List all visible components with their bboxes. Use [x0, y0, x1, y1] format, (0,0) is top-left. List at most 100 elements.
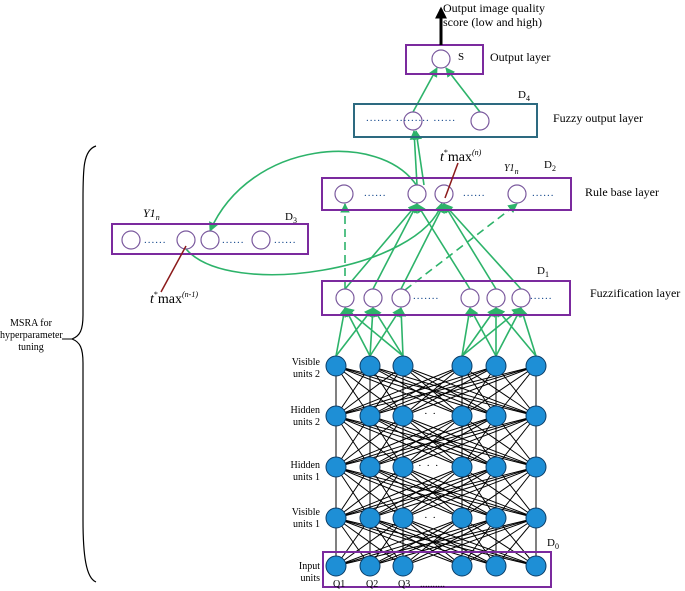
d3-node	[251, 230, 271, 250]
connection-line	[402, 517, 497, 567]
rule-arrow	[344, 203, 418, 290]
connection-line	[402, 365, 497, 417]
unit-node-input	[525, 555, 547, 577]
tmax-left: t*max(n-1)	[150, 288, 198, 307]
tmax-top-max: max	[447, 150, 472, 165]
fuzzy-output-layer-box	[353, 103, 538, 138]
input-label-q1: Q1	[333, 579, 346, 590]
unit-node-visible-1	[525, 507, 547, 529]
msra-line3: tuning	[18, 342, 44, 353]
fuzzification-node	[335, 288, 355, 308]
unit-node-hidden-1	[325, 456, 347, 478]
row-label-hidden-2-line1: Hidden	[290, 405, 320, 416]
unit-node-visible-1	[485, 507, 507, 529]
fuzz-dots-right: ......	[530, 290, 553, 302]
fuzzy-output-layer-label: Fuzzy output layer	[553, 111, 643, 125]
green-arrows	[185, 67, 537, 357]
row-label-input: Input units	[262, 561, 320, 585]
rule-base-layer-label: Rule base layer	[585, 185, 659, 199]
fuzzification-node	[460, 288, 480, 308]
connection-line	[335, 466, 404, 519]
output-score-line1: Output image quality	[443, 1, 545, 15]
dashed-rule-arrow	[404, 203, 518, 291]
row-label-hidden-2: Hidden units 2	[262, 405, 320, 429]
d3-y-sub: n	[155, 213, 160, 222]
layer-boxes	[111, 44, 572, 588]
connection-line	[369, 517, 497, 567]
row-label-hidden-1-line2: units 1	[293, 472, 320, 483]
unit-node-visible-2	[451, 355, 473, 377]
unit-node-hidden-1	[359, 456, 381, 478]
tmax-top-pointer	[444, 162, 459, 199]
d2-letter: D	[544, 159, 552, 171]
connection-line	[369, 415, 497, 468]
connection-line	[335, 415, 404, 468]
fuzzification-layer-box	[321, 280, 571, 316]
fuzz-dots-mid: .......	[413, 290, 440, 302]
connection-line	[335, 365, 463, 417]
rule-arrow	[416, 203, 471, 290]
rule-y-sub: n	[514, 167, 519, 176]
d3-y-text: Y1	[143, 206, 156, 220]
input-label-dots: ..........	[420, 579, 445, 590]
fuzzification-node	[391, 288, 411, 308]
rule-arrow	[400, 203, 445, 290]
connection-line	[495, 466, 537, 519]
connection-line	[495, 365, 537, 417]
rule-node	[407, 184, 427, 204]
unit-node-input	[325, 555, 347, 577]
row-label-visible-1-line1: Visible	[291, 507, 320, 518]
unit-node-visible-1	[392, 507, 414, 529]
feedback-curve-top	[209, 150, 418, 232]
d2-sub: 2	[551, 164, 556, 173]
output-layer-box	[405, 44, 484, 75]
row-label-visible-2-line1: Visible	[291, 357, 320, 368]
unit-node-hidden-1	[392, 456, 414, 478]
fuzzification-node	[363, 288, 383, 308]
connection-line	[369, 466, 497, 519]
connection-line	[461, 365, 537, 417]
unit-node-visible-2	[392, 355, 414, 377]
row-label-visible-2: Visible units 2	[262, 357, 320, 381]
connection-line	[335, 517, 497, 567]
d3-dots-far: ......	[274, 234, 297, 246]
feedback-curve-bottom	[185, 202, 444, 276]
msra-label: MSRA for hyperparameter tuning	[0, 318, 63, 354]
unit-node-visible-1	[451, 507, 473, 529]
unit-node-visible-2	[359, 355, 381, 377]
connection-line	[335, 365, 404, 417]
tmax-left-max: max	[157, 292, 182, 307]
row-label-visible-1-line2: units 1	[293, 519, 320, 530]
unit-node-input	[451, 555, 473, 577]
input-label-q2: Q2	[366, 579, 379, 590]
d4-letter: D	[518, 89, 526, 101]
connection-line	[402, 415, 497, 468]
connection-line	[335, 466, 463, 519]
rule-dots-right: ......	[463, 187, 486, 199]
rule-dots-far: ......	[532, 187, 555, 199]
d3-node	[121, 230, 141, 250]
row-dots-hidden-2: · ·	[424, 408, 438, 420]
d1-letter: D	[537, 265, 545, 277]
connection-line	[402, 415, 537, 468]
d3-tag: D3	[285, 211, 297, 227]
connection-line	[495, 415, 537, 468]
input-label-q3: Q3	[398, 579, 411, 590]
connection-line	[402, 517, 537, 567]
d0-sub: 0	[554, 542, 559, 551]
d2-tag: D2	[544, 159, 556, 175]
tmax-left-star: *	[153, 290, 158, 299]
unit-node-hidden-1	[451, 456, 473, 478]
rule-node	[334, 184, 354, 204]
d4-tag: D4	[518, 89, 530, 105]
connection-line	[335, 466, 497, 519]
rule-y-label: Y1n	[504, 162, 519, 178]
unit-node-hidden-1	[525, 456, 547, 478]
d4-sub: 4	[525, 94, 530, 103]
unit-node-visible-2	[485, 355, 507, 377]
row-dots-visible-1: · ·	[424, 512, 438, 524]
row-label-input-line1: Input	[298, 561, 320, 572]
connection-line	[335, 415, 463, 468]
connection-line	[402, 466, 537, 519]
